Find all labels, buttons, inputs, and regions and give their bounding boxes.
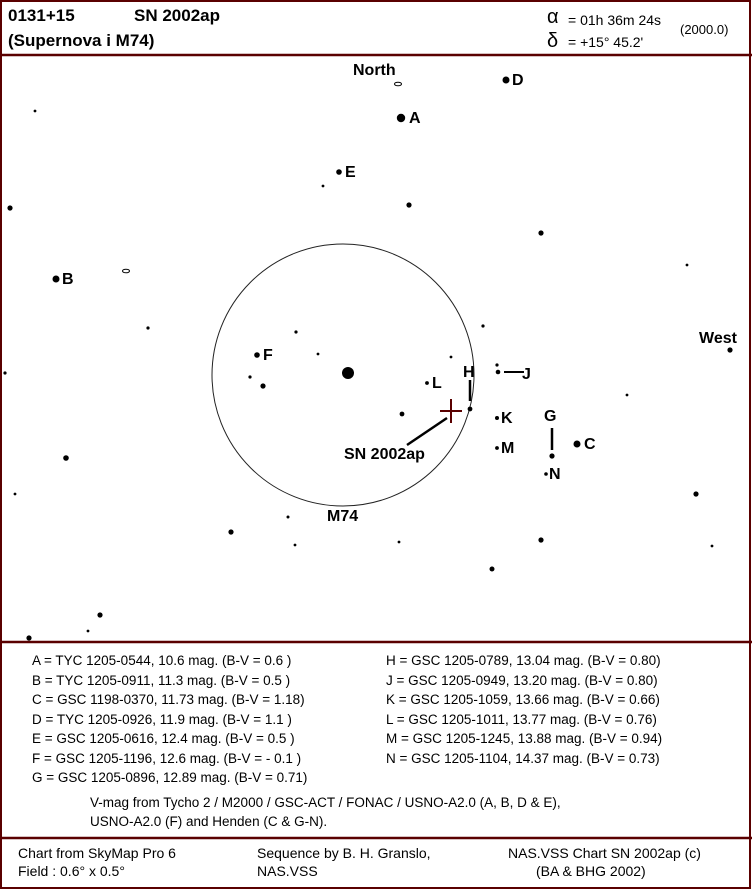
star-c-dot xyxy=(573,440,581,448)
alpha-symbol: α xyxy=(547,6,559,28)
chart-copyright-line-2: (BA & BHG 2002) xyxy=(536,863,646,879)
chart-designation: 0131+15 xyxy=(8,6,75,25)
field-of-view: Field : 0.6° x 0.5° xyxy=(18,863,125,879)
star-n-dot xyxy=(544,472,548,476)
small-galaxy-ellipse xyxy=(122,268,130,274)
supernova-label: SN 2002ap xyxy=(344,446,425,463)
star-h-label: H xyxy=(463,364,475,381)
small-galaxy-ellipse xyxy=(394,81,402,87)
legend-entry-g: G = GSC 1205-0896, 12.89 mag. (B-V = 0.7… xyxy=(32,770,308,785)
star-j-dot xyxy=(495,369,501,375)
star-a-label: A xyxy=(409,110,421,127)
star-l-label: L xyxy=(432,375,442,392)
legend-entry-l: L = GSC 1205-1011, 13.77 mag. (B-V = 0.7… xyxy=(386,711,657,727)
star-f-dot xyxy=(254,352,260,358)
field-stars xyxy=(3,109,733,641)
legend-right-column: H = GSC 1205-0789, 13.04 mag. (B-V = 0.8… xyxy=(386,653,662,770)
legend-entry-e: E = GSC 1205-0616, 12.4 mag. (B-V = 0.5 … xyxy=(32,731,295,746)
star-e-dot xyxy=(336,169,342,175)
sequence-credit-line-2: NAS.VSS xyxy=(257,863,318,879)
legend-entry-b: B = TYC 1205-0911, 11.3 mag. (B-V = 0.5 … xyxy=(32,672,291,688)
star-k-label: K xyxy=(501,410,513,427)
m74-galaxy-circle xyxy=(211,243,475,507)
magnitude-source-line-2: USNO-A2.0 (F) and Henden (C & G-N). xyxy=(90,814,328,829)
star-f-label: F xyxy=(263,347,273,364)
star-j-label: J xyxy=(522,366,531,383)
declination-value: = +15° 45.2' xyxy=(568,34,644,50)
legend-entry-f: F = GSC 1205-1196, 12.6 mag. (B-V = - 0.… xyxy=(32,750,302,766)
star-d-dot xyxy=(502,76,510,84)
supernova-marker xyxy=(440,399,462,423)
legend-entry-h: H = GSC 1205-0789, 13.04 mag. (B-V = 0.8… xyxy=(386,653,661,668)
star-d-label: D xyxy=(512,72,524,89)
star-a-dot xyxy=(396,113,406,123)
star-g-label: G xyxy=(544,408,557,425)
star-m-label: M xyxy=(501,440,515,457)
legend-entry-m: M = GSC 1205-1245, 13.88 mag. (B-V = 0.9… xyxy=(386,731,663,746)
legend-entry-n: N = GSC 1205-1104, 14.37 mag. (B-V = 0.7… xyxy=(386,750,660,766)
delta-symbol: δ xyxy=(547,30,559,52)
epoch-label: (2000.0) xyxy=(680,22,729,37)
north-label: North xyxy=(353,62,396,79)
star-l-dot xyxy=(425,381,429,385)
legend-entry-a: A = TYC 1205-0544, 10.6 mag. (B-V = 0.6 … xyxy=(32,653,292,668)
legend-entry-c: C = GSC 1198-0370, 11.73 mag. (B-V = 1.1… xyxy=(32,692,305,707)
star-n-label: N xyxy=(549,466,561,483)
supernova-leader xyxy=(406,416,448,447)
star-h-dot xyxy=(467,406,473,412)
m74-label: M74 xyxy=(327,508,359,525)
chart-software-credit: Chart from SkyMap Pro 6 xyxy=(18,845,176,861)
star-e-label: E xyxy=(345,164,356,181)
legend-entry-k: K = GSC 1205-1059, 13.66 mag. (B-V = 0.6… xyxy=(386,692,660,707)
chart-subtitle: (Supernova i M74) xyxy=(8,31,155,50)
star-c-label: C xyxy=(584,436,596,453)
chart-copyright-line-1: NAS.VSS Chart SN 2002ap (c) xyxy=(508,845,701,861)
west-label: West xyxy=(699,330,737,347)
right-ascension-value: = 01h 36m 24s xyxy=(568,12,662,28)
star-field xyxy=(3,76,733,641)
legend-entry-j: J = GSC 1205-0949, 13.20 mag. (B-V = 0.8… xyxy=(386,672,658,688)
star-m-dot xyxy=(495,446,499,450)
star-b-dot xyxy=(52,275,60,283)
chart-target-name: SN 2002ap xyxy=(134,6,220,25)
star-k-dot xyxy=(495,416,499,420)
legend-entry-d: D = TYC 1205-0926, 11.9 mag. (B-V = 1.1 … xyxy=(32,711,292,727)
sequence-credit-line-1: Sequence by B. H. Granslo, xyxy=(257,845,431,861)
m74-nucleus-dot xyxy=(342,367,354,379)
star-g-dot xyxy=(549,453,555,459)
magnitude-source-line-1: V-mag from Tycho 2 / M2000 / GSC-ACT / F… xyxy=(90,795,561,810)
legend-left-column: A = TYC 1205-0544, 10.6 mag. (B-V = 0.6 … xyxy=(32,653,307,790)
star-b-label: B xyxy=(62,271,74,288)
